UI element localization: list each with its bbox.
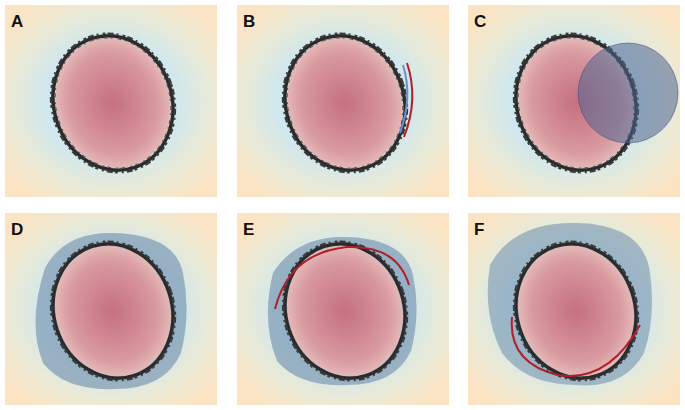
panel-letter: B: [243, 13, 255, 30]
panel-letter: D: [11, 221, 23, 238]
panel-c: [468, 5, 680, 197]
panel-a: [5, 5, 217, 197]
panel-f: [468, 213, 680, 405]
panel-b: [237, 5, 449, 197]
panel-letter: C: [474, 13, 486, 30]
panel-letter: E: [243, 221, 254, 238]
panel-e: [237, 213, 449, 405]
panel-d: [5, 213, 217, 405]
panel-letter: A: [11, 13, 23, 30]
panel-letter: F: [474, 221, 484, 238]
